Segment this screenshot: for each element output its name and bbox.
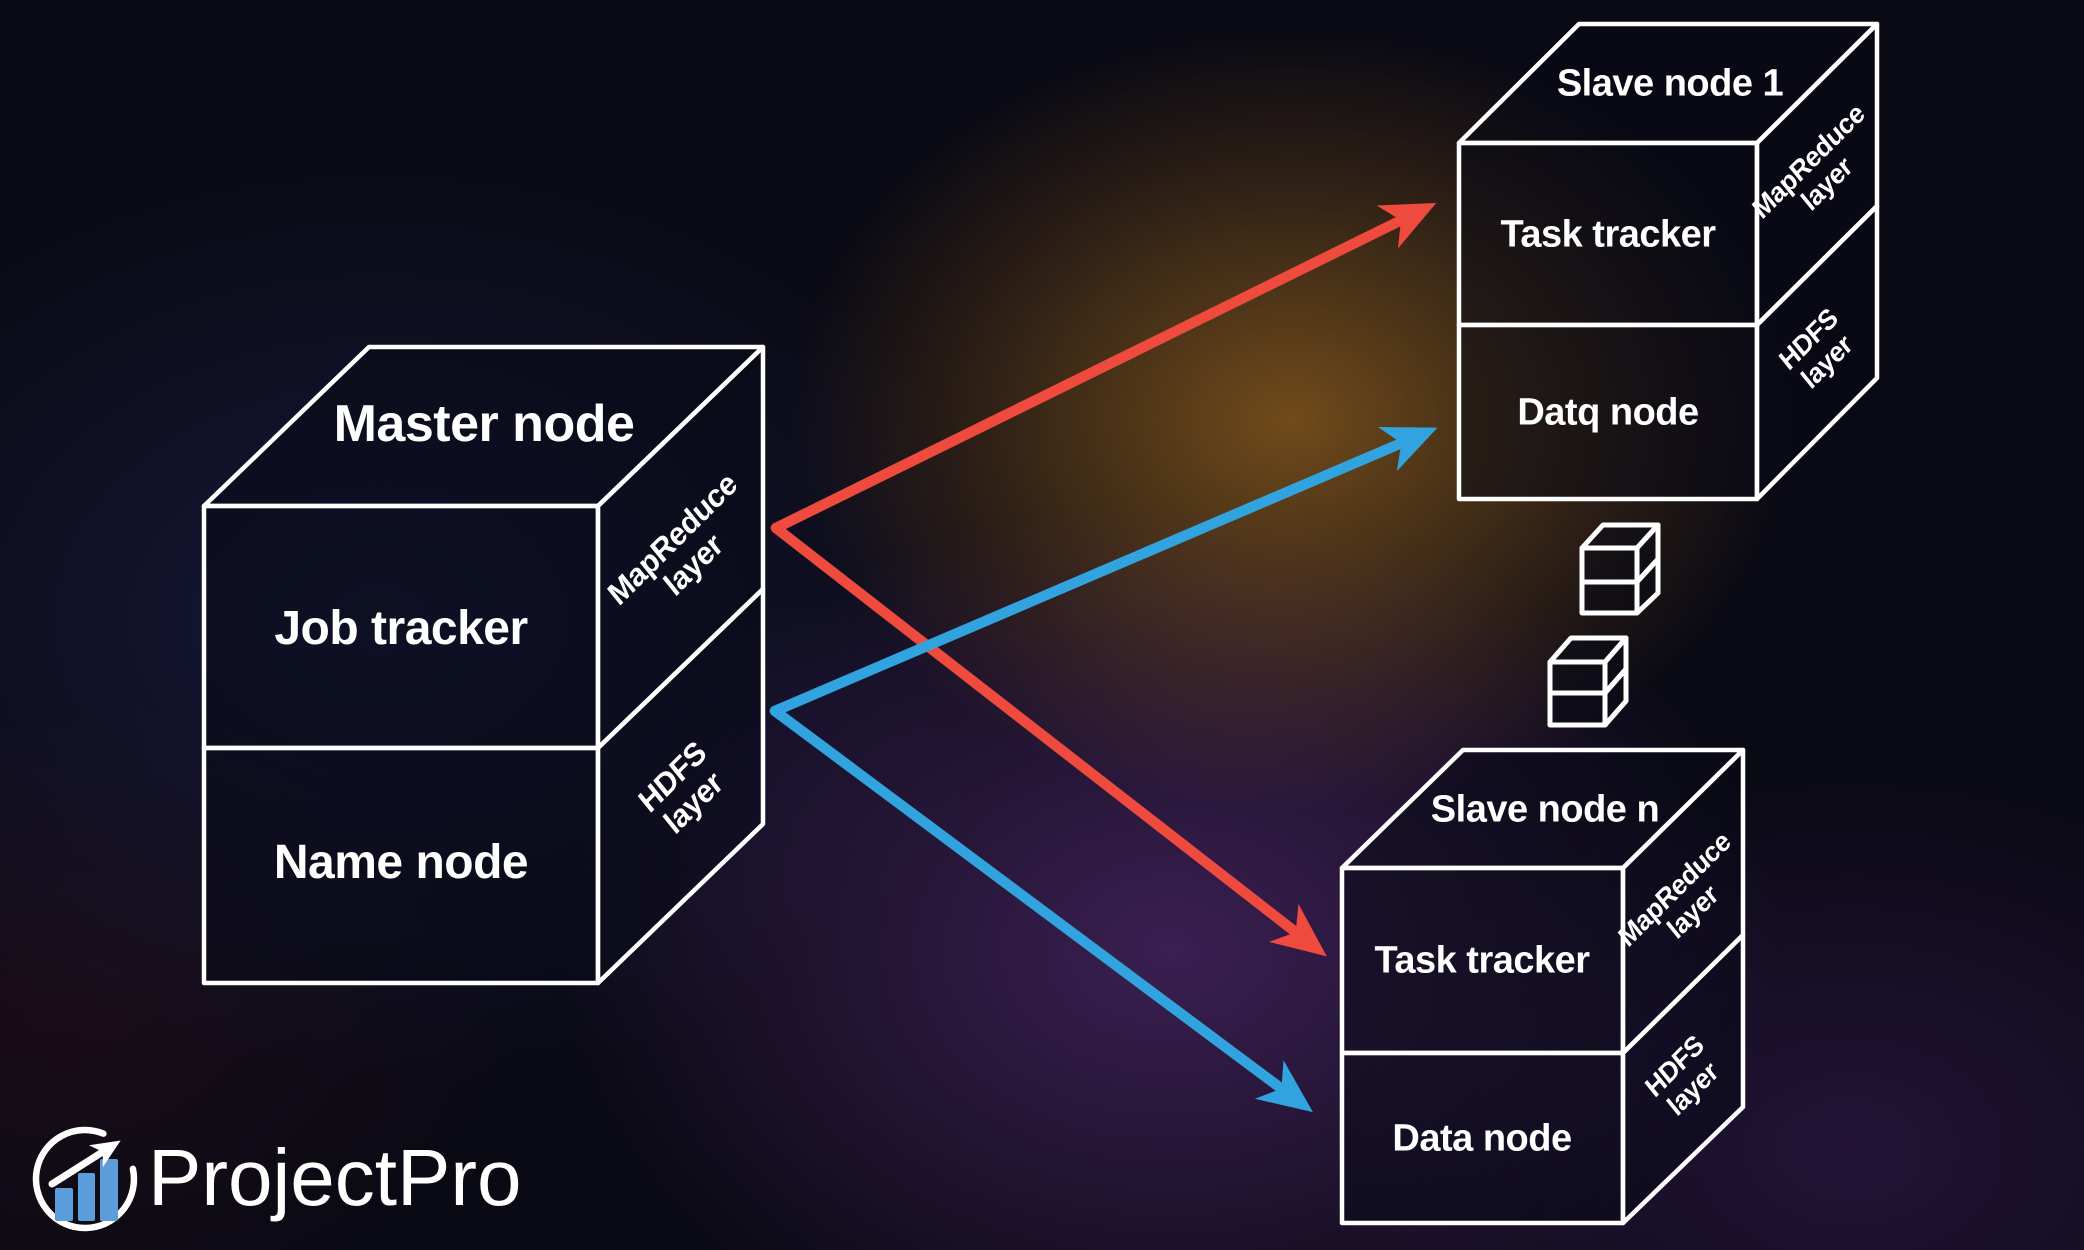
logo-growth-arrow-icon [48,1140,121,1188]
slave1-title: Slave node 1 [1556,62,1784,105]
master-name-node-label: Name node [273,836,529,890]
ellipsis-cube-2-front-upper-face [1547,659,1608,696]
ellipsis-cube-2-front-lower-face [1547,690,1608,728]
projectpro-logo-text: ProjectPro [148,1133,522,1222]
master-front-lower-face [201,745,601,986]
slaven-front-lower-face [1339,1050,1626,1226]
blue-arrow-master-to-slaven-data-node [769,705,1313,1113]
slave-node-n-box [1339,747,1746,1226]
red-arrow-master-to-slaven-task-tracker [770,522,1327,957]
logo-circle [32,1126,138,1232]
slave-node-1-box [1456,21,1880,502]
slave1-front-lower-face [1456,322,1760,502]
ellipsis-cube-1 [1579,522,1661,616]
master-side-lower-face [595,586,766,986]
logo-bar-large [100,1159,118,1221]
slave1-data-node-label: Datq node [1517,391,1699,434]
slaven-task-tracker-label: Task tracker [1374,939,1590,982]
logo-bar-chart-icon [55,1159,118,1221]
slaven-data-node-label: Data node [1392,1117,1572,1160]
master-job-tracker-label: Job tracker [274,602,528,656]
master-node-title: Master node [333,394,635,453]
ellipsis-cube-1-front-lower-face [1579,579,1640,616]
logo-bar-small [55,1188,73,1221]
ellipsis-cube-1-front-upper-face [1579,545,1640,585]
slave1-task-tracker-label: Task tracker [1500,213,1716,256]
slave1-side-lower-face [1754,203,1880,502]
blue-arrow-master-to-slave1-data-node [769,427,1438,717]
projectpro-logo-mark [32,1126,138,1232]
ellipsis-cube-1-side-lower-face [1634,556,1661,616]
assignment-arrows [769,202,1438,1113]
logo-bar-medium [78,1173,95,1221]
slaven-title: Slave node n [1430,788,1660,831]
slaven-side-lower-face [1620,932,1746,1226]
master-node-box [201,344,766,986]
red-arrow-master-to-slave1-task-tracker [770,202,1437,534]
ellipsis-cube-2 [1547,635,1629,728]
ellipsis-cube-2-side-lower-face [1602,666,1629,728]
